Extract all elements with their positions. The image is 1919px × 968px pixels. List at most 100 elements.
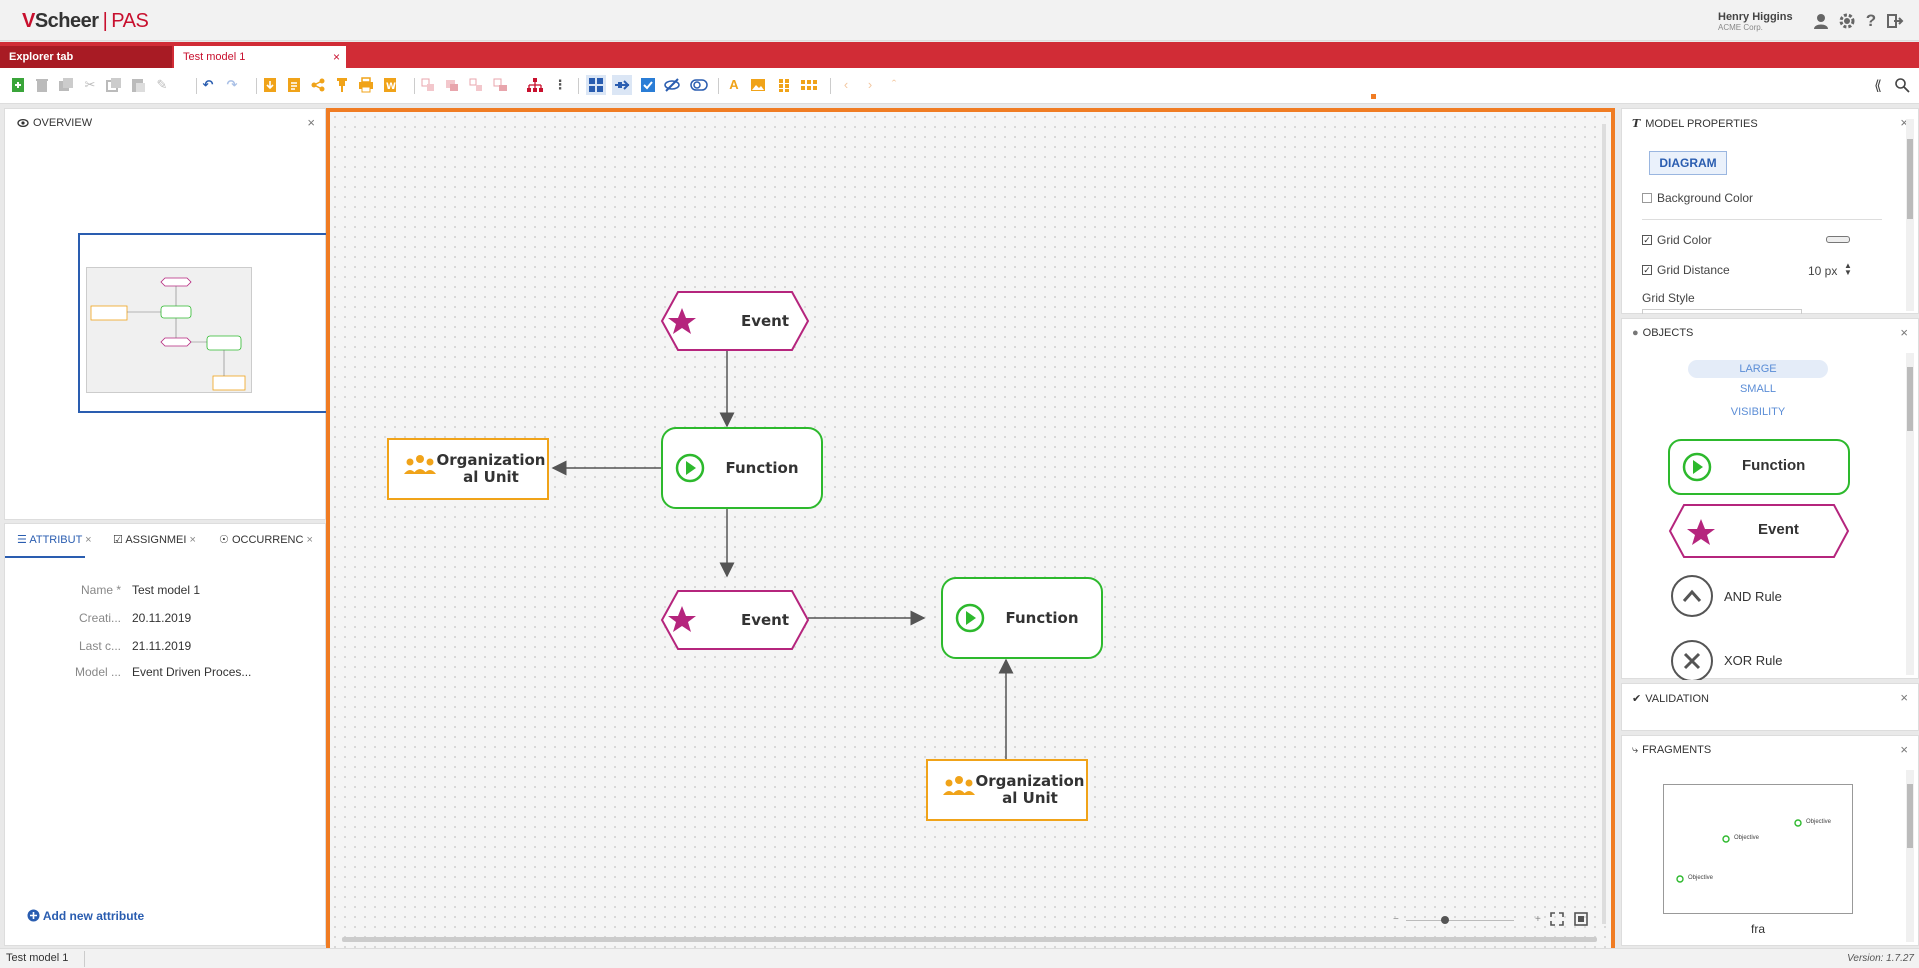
attribute-value[interactable]: Event Driven Proces... <box>132 665 251 679</box>
help-icon[interactable]: ? <box>1862 12 1880 30</box>
close-icon[interactable]: × <box>307 534 313 546</box>
more-options-icon[interactable]: ⋮ <box>552 77 568 93</box>
grid-color-swatch[interactable] <box>1826 236 1850 243</box>
user-info[interactable]: Henry Higgins ACME Corp. <box>1718 11 1793 32</box>
copy-icon[interactable] <box>106 77 122 93</box>
diagram-button[interactable]: DIAGRAM <box>1649 151 1727 175</box>
print-icon[interactable] <box>358 77 374 93</box>
fragment-label: Objective <box>1688 875 1713 881</box>
palette-event[interactable]: Event <box>1758 521 1858 538</box>
tab-test-model-1[interactable]: Test model 1× <box>174 46 346 68</box>
gear-icon[interactable] <box>1838 12 1856 30</box>
close-icon[interactable]: × <box>85 534 91 546</box>
format-painter-icon[interactable]: ✎ <box>154 77 170 93</box>
zoom-out-icon[interactable]: − <box>1393 914 1399 925</box>
export-icon[interactable] <box>286 77 302 93</box>
overview-thumbnail[interactable] <box>86 267 252 393</box>
scheer-pas-logo: VScheer|PAS <box>22 10 148 33</box>
close-icon[interactable]: × <box>1900 690 1908 705</box>
align-icon[interactable] <box>468 77 484 93</box>
zoom-slider-track[interactable] <box>1406 920 1514 921</box>
version-label: Version: 1.7.27 <box>1830 953 1914 964</box>
grid-layout-icon[interactable] <box>586 75 606 95</box>
attribute-value[interactable]: 20.11.2019 <box>132 611 191 625</box>
fragment-thumbnail[interactable]: Objective Objective Objective <box>1663 784 1853 914</box>
chevron-up-icon[interactable]: ˆ <box>886 77 902 93</box>
zoom-slider-handle[interactable] <box>1441 916 1449 924</box>
user-icon[interactable] <box>1812 12 1830 30</box>
connectors <box>553 350 1006 760</box>
rows-icon[interactable] <box>800 77 818 93</box>
hierarchy-icon[interactable] <box>526 77 542 93</box>
vertical-scrollbar[interactable] <box>1906 119 1914 311</box>
fragments-panel: ⤷FRAGMENTS × Objective Objective Objecti… <box>1621 735 1919 946</box>
pin-icon[interactable] <box>334 77 350 93</box>
import-icon[interactable] <box>262 77 278 93</box>
word-export-icon[interactable]: W <box>382 77 398 93</box>
grid-style-select[interactable] <box>1642 309 1802 314</box>
resize-handle[interactable] <box>1371 94 1376 99</box>
attribute-label: Last c... <box>71 639 121 653</box>
tab-occurrences[interactable]: ☉ OCCURRENC × <box>219 533 313 546</box>
vertical-scrollbar[interactable] <box>1602 124 1606 924</box>
app-header: VScheer|PAS Henry Higgins ACME Corp. ? <box>0 0 1919 41</box>
horizontal-scrollbar[interactable] <box>342 937 1597 942</box>
divider <box>84 951 85 967</box>
diagram-canvas[interactable]: Event Function Organization al Unit Even… <box>326 108 1615 952</box>
text-tool-icon[interactable]: A <box>726 77 742 93</box>
redo-icon[interactable]: ↷ <box>224 77 240 93</box>
align-icon[interactable] <box>420 77 436 93</box>
paste-icon[interactable] <box>130 77 146 93</box>
model-properties-title: TMODEL PROPERTIES <box>1632 117 1758 130</box>
tab-attributes[interactable]: ☰ ATTRIBUT × <box>17 533 92 546</box>
close-icon[interactable]: × <box>1900 325 1908 340</box>
share-icon[interactable] <box>310 77 326 93</box>
small-option[interactable]: SMALL <box>1688 383 1828 395</box>
stepper-icon[interactable]: ▲▼ <box>1844 262 1852 276</box>
close-icon[interactable]: × <box>190 534 196 546</box>
attribute-value[interactable]: Test model 1 <box>132 583 200 597</box>
large-option[interactable]: LARGE <box>1688 360 1828 378</box>
grid-distance-input[interactable]: 10 px <box>1808 264 1837 278</box>
undo-icon[interactable]: ↶ <box>200 77 216 93</box>
vertical-scrollbar[interactable] <box>1906 770 1914 942</box>
background-color-checkbox[interactable] <box>1642 193 1652 203</box>
delete-icon[interactable] <box>34 77 50 93</box>
tab-explorer[interactable]: Explorer tab <box>0 46 172 68</box>
collapse-panel-icon[interactable]: ⟪ <box>1870 77 1886 93</box>
toolbar-separator <box>830 78 831 94</box>
hide-icon[interactable] <box>664 77 680 93</box>
close-icon[interactable]: × <box>307 115 315 130</box>
chevron-left-icon[interactable]: ‹ <box>838 77 854 93</box>
visibility-option[interactable]: VISIBILITY <box>1688 406 1828 418</box>
columns-icon[interactable] <box>776 77 792 93</box>
logout-icon[interactable] <box>1886 12 1904 30</box>
close-tab-icon[interactable]: × <box>333 46 340 68</box>
checkbox-tool-icon[interactable] <box>640 77 656 93</box>
copy-model-icon[interactable] <box>58 77 74 93</box>
actual-size-icon[interactable] <box>1574 912 1588 929</box>
add-attribute-button[interactable]: Add new attribute <box>27 909 144 923</box>
toggle-icon[interactable] <box>690 77 706 93</box>
new-model-icon[interactable] <box>10 77 26 93</box>
image-tool-icon[interactable] <box>750 77 766 93</box>
cut-icon[interactable]: ✂ <box>82 77 98 93</box>
tab-assignments[interactable]: ☑ ASSIGNMEI × <box>113 533 196 546</box>
vertical-scrollbar[interactable] <box>1906 353 1914 675</box>
fit-screen-icon[interactable] <box>1550 912 1564 929</box>
align-icon[interactable] <box>444 77 460 93</box>
palette-function[interactable]: Function <box>1742 457 1842 474</box>
search-icon[interactable] <box>1894 77 1910 93</box>
palette-and-rule[interactable]: AND Rule <box>1724 589 1782 604</box>
close-icon[interactable]: × <box>1900 742 1908 757</box>
chevron-right-icon[interactable]: › <box>862 77 878 93</box>
toolbar-separator <box>578 78 579 94</box>
connector-icon[interactable] <box>612 75 632 95</box>
grid-distance-checkbox[interactable]: ✓ <box>1642 265 1652 275</box>
palette-xor-rule[interactable]: XOR Rule <box>1724 653 1783 668</box>
align-icon[interactable] <box>492 77 508 93</box>
fragment-caption: fra <box>1663 922 1853 936</box>
zoom-in-icon[interactable]: + <box>1535 914 1541 925</box>
grid-color-checkbox[interactable]: ✓ <box>1642 235 1652 245</box>
attribute-value[interactable]: 21.11.2019 <box>132 639 191 653</box>
